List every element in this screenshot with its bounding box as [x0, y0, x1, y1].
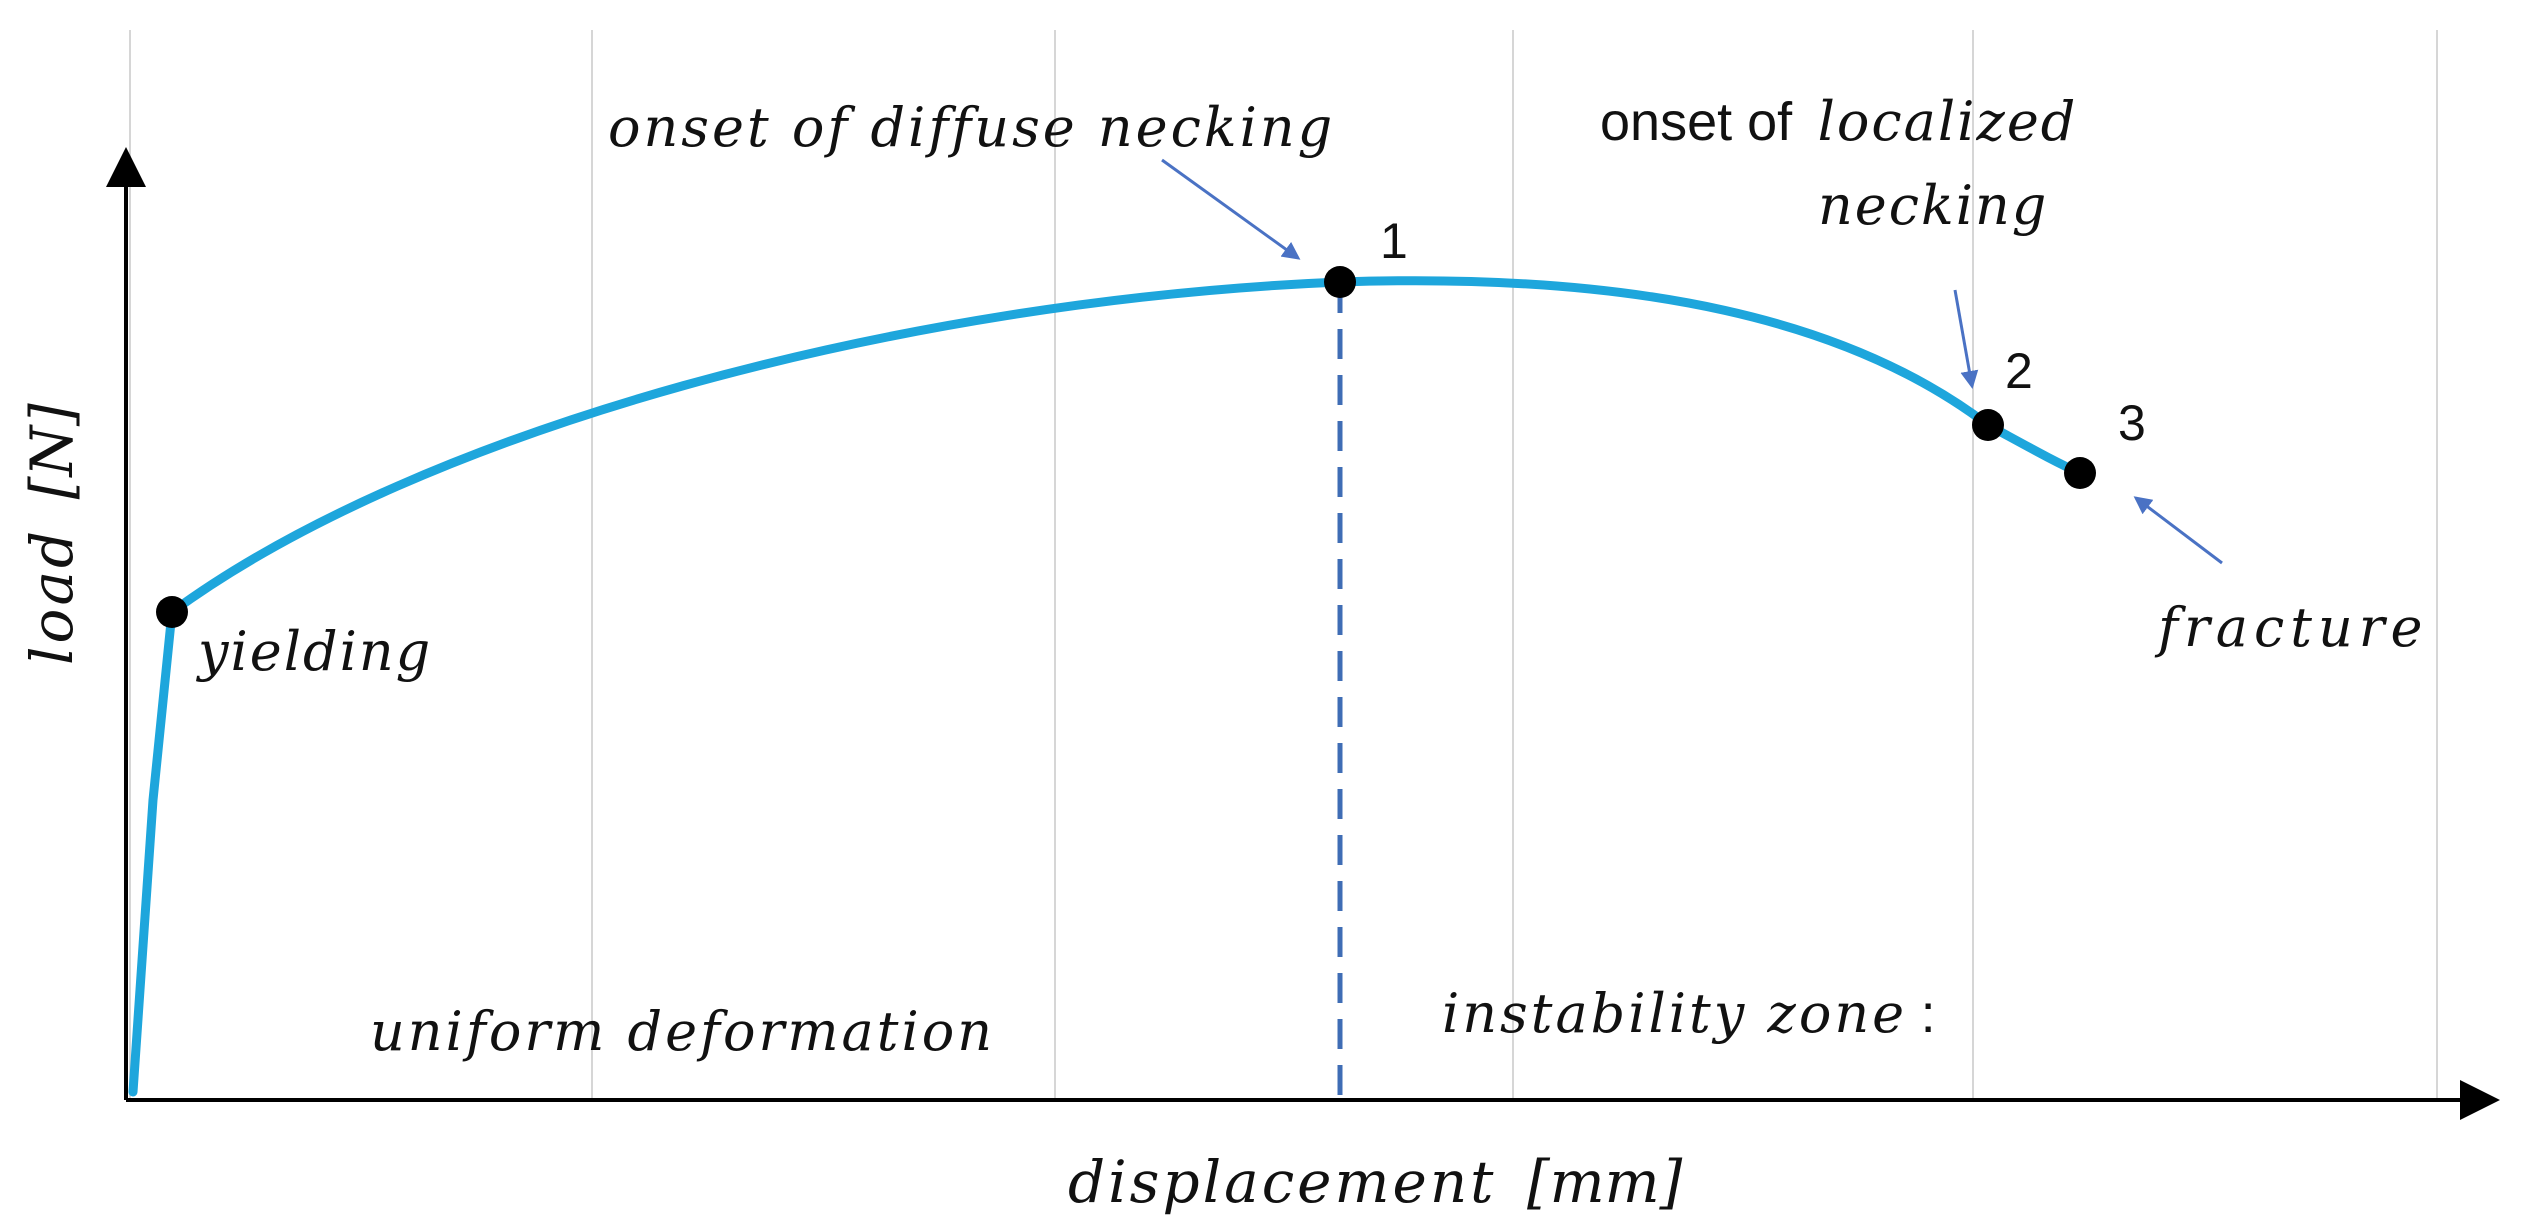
point-1-marker	[1324, 266, 1356, 298]
fracture-arrow-icon	[2133, 496, 2223, 565]
instability-zone-text: instability zone	[1442, 982, 1907, 1045]
y-axis-label-name: load	[18, 528, 86, 665]
uniform-deformation-label: uniform deformation	[370, 1000, 995, 1063]
yielding-label: yielding	[196, 620, 432, 683]
localized-necking-label-line2: necking	[1818, 174, 2048, 237]
diffuse-necking-arrow-icon	[1161, 158, 1301, 260]
point-3-label: 3	[2118, 395, 2146, 451]
instability-zone-colon: :	[1921, 984, 1936, 1044]
localized-word: localized	[1818, 90, 2078, 153]
localized-necking-label-line1: onset of localized	[1600, 90, 2077, 153]
y-axis-label: load [N]	[18, 403, 86, 665]
load-curve	[128, 276, 2085, 1097]
point-2-label: 2	[2005, 343, 2033, 399]
point-2-marker	[1972, 409, 2004, 441]
x-axis-label-name: displacement	[1068, 1148, 1497, 1216]
localized-necking-arrow-icon	[1953, 289, 1979, 389]
diffuse-necking-label: onset of diffuse necking	[608, 96, 1335, 159]
x-axis-label: displacement [mm]	[1068, 1148, 1683, 1216]
y-axis-label-unit: [N]	[18, 403, 86, 499]
localized-prefix: onset of	[1600, 92, 1793, 152]
instability-zone-label: instability zone :	[1442, 982, 1936, 1045]
gridlines	[129, 30, 2438, 1100]
yield-point-marker	[156, 596, 188, 628]
fracture-label: fracture	[2154, 596, 2429, 659]
point-3-marker	[2064, 457, 2096, 489]
x-axis-label-unit: [mm]	[1527, 1148, 1683, 1216]
point-1-label: 1	[1380, 213, 1408, 269]
